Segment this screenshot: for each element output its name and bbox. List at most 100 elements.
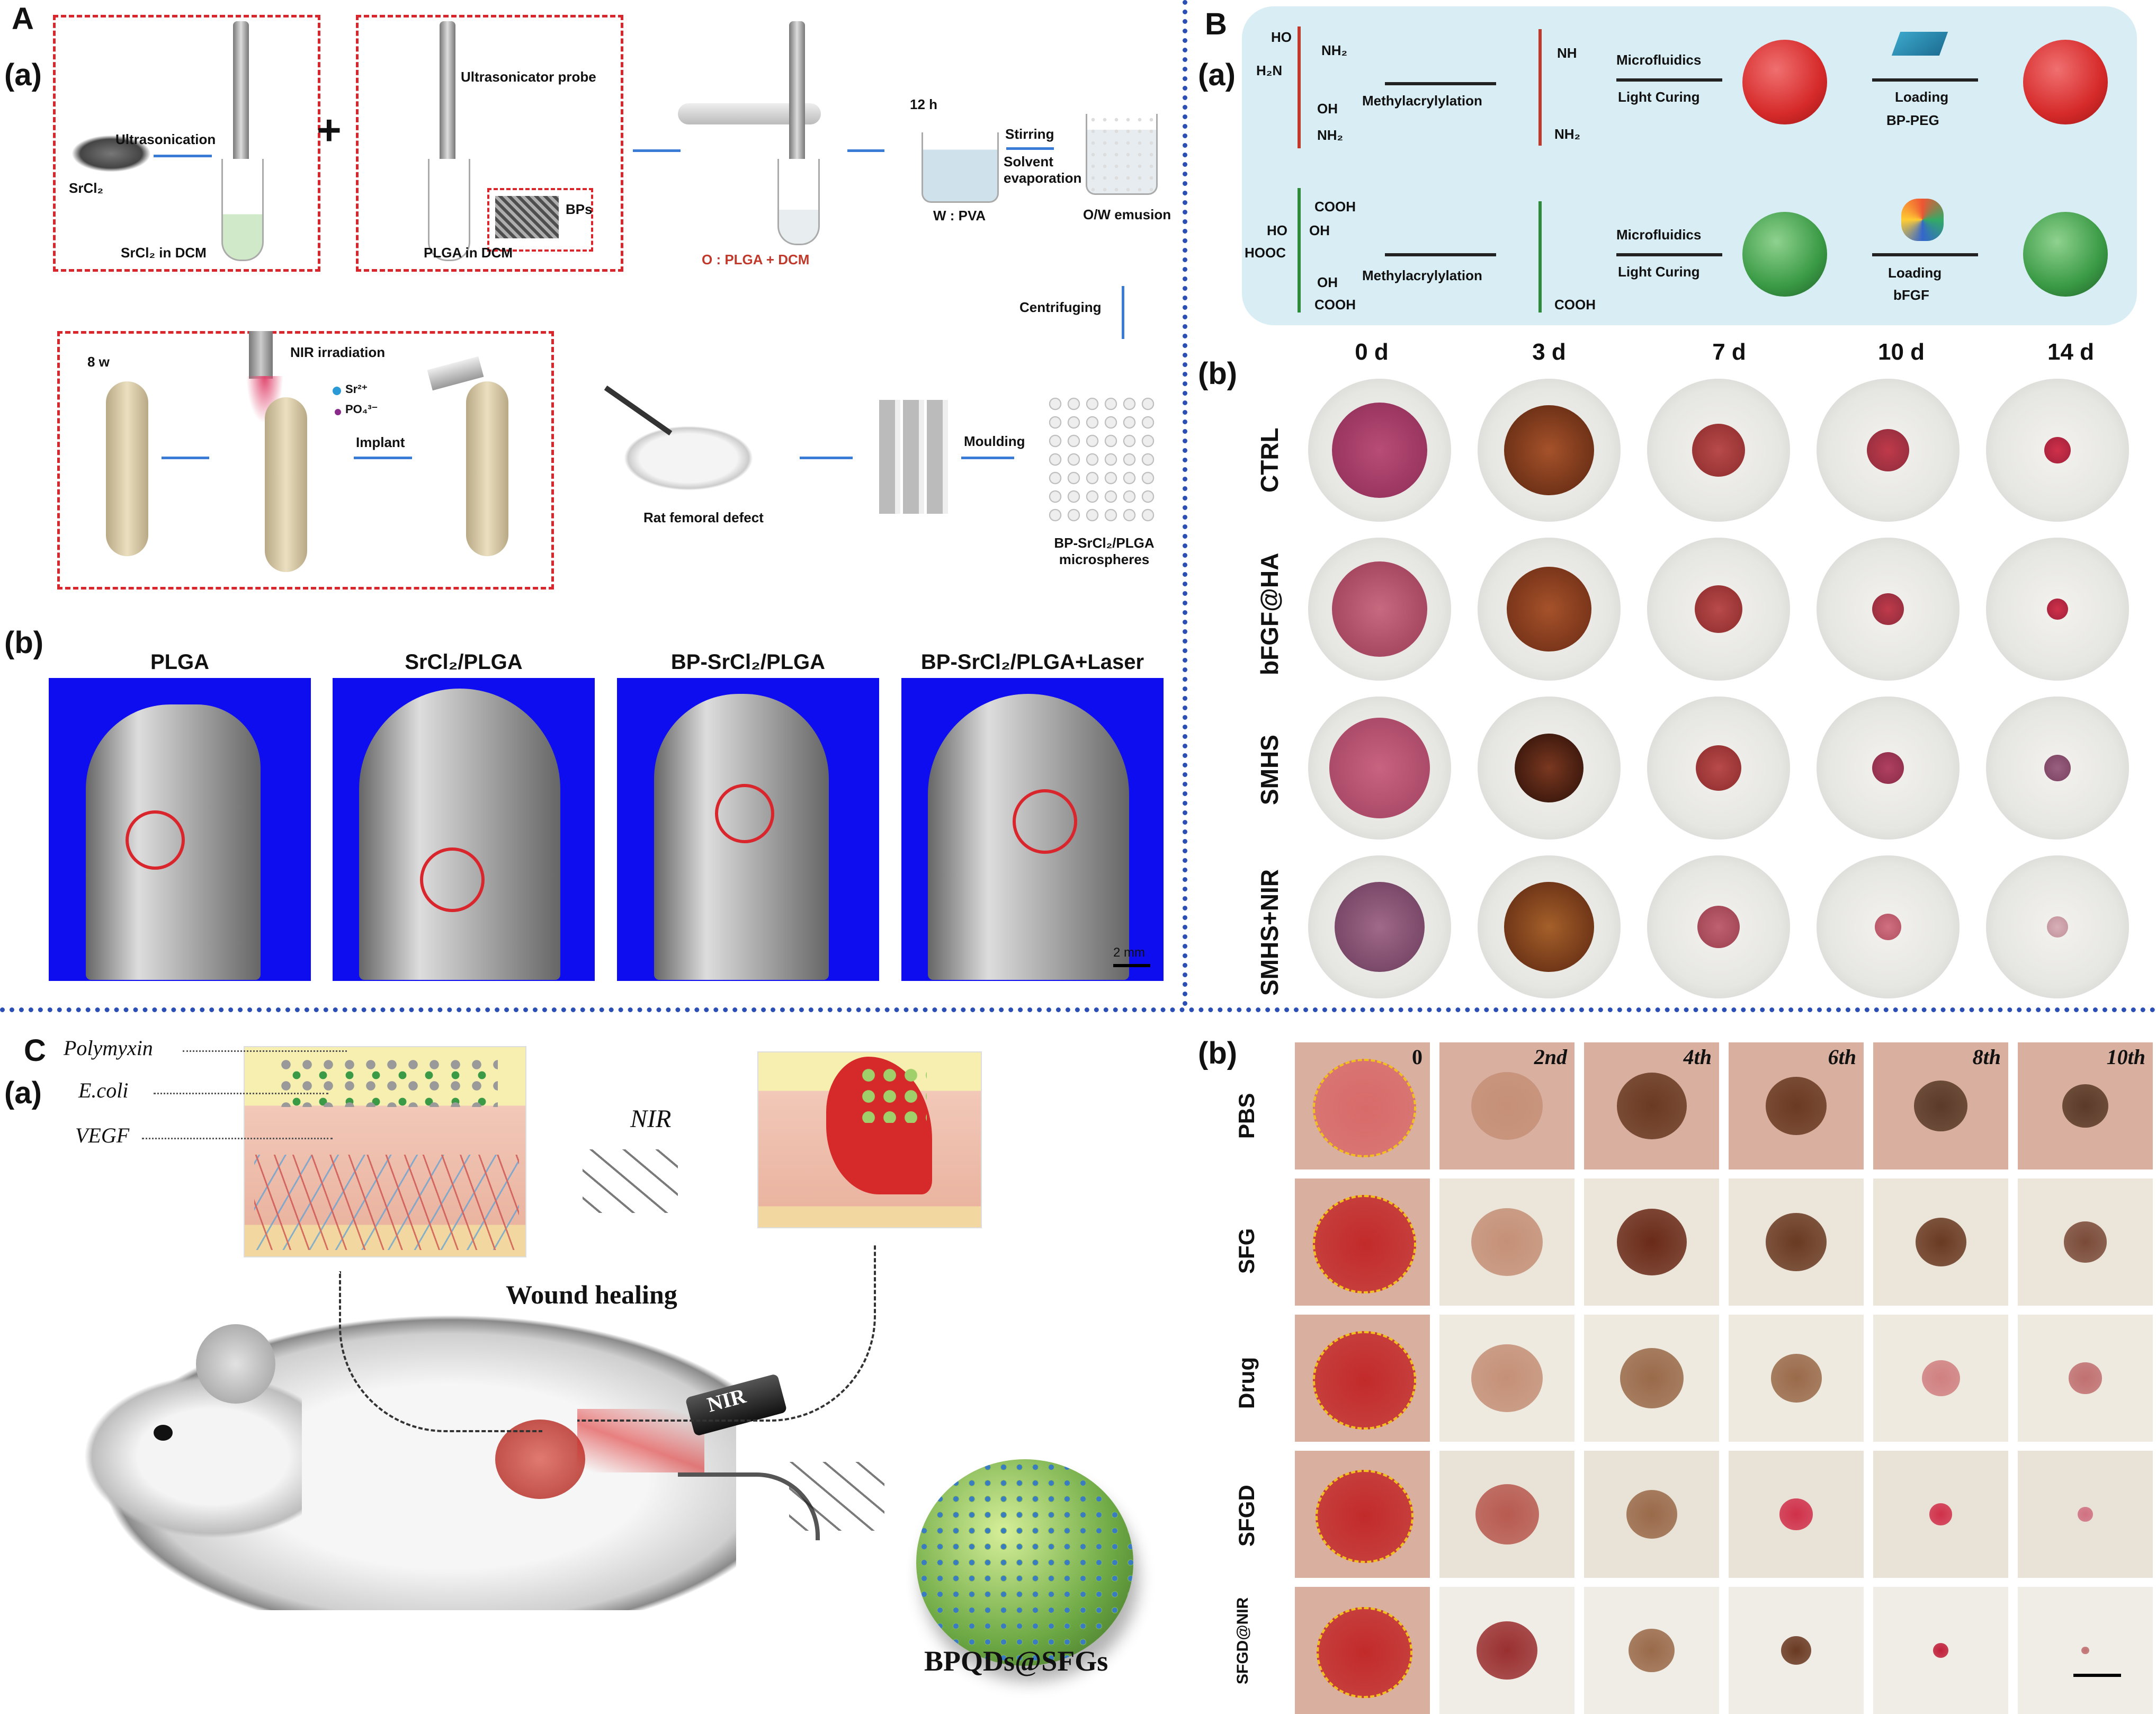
dish-ctrl-14d	[1986, 379, 2129, 522]
wound-area	[2078, 1507, 2093, 1522]
mouse-wound	[495, 1420, 585, 1499]
wound-photo	[1439, 1451, 1574, 1578]
wc-scale-bar	[2073, 1674, 2121, 1677]
ct-image-plga	[49, 678, 311, 981]
ct-title-4: BP-SrCl₂/PLGA+Laser	[920, 650, 1144, 674]
wound-area	[1929, 1503, 1953, 1525]
wound	[1335, 882, 1425, 972]
horizontal-divider	[0, 1007, 2156, 1012]
wound	[1695, 585, 1742, 633]
wound-area	[1471, 1344, 1543, 1412]
wound	[1515, 734, 1584, 802]
loaded-red-microsphere	[2023, 40, 2108, 124]
stirring-label: Stirring	[1005, 126, 1054, 142]
curing-label-1: Light Curing	[1618, 89, 1700, 105]
scheme-background	[1242, 6, 2137, 325]
wound	[1692, 424, 1745, 477]
wound-area	[1770, 1354, 1822, 1403]
wound-area	[1312, 1331, 1417, 1430]
defect-circle	[126, 810, 185, 870]
defect-circle	[420, 847, 485, 912]
mouse-eye	[154, 1425, 173, 1441]
emulsion-label: O/W emusion	[1083, 207, 1171, 222]
wound-area	[1315, 1469, 1414, 1564]
bpqds-sfgs-sphere	[916, 1459, 1133, 1666]
ct-image-srcl2-plga	[333, 678, 595, 981]
micro-arrow-2	[1616, 253, 1722, 256]
day-label-c: 0	[1412, 1045, 1423, 1069]
rat-figure	[620, 424, 757, 493]
day-label-c: 6th	[1828, 1045, 1856, 1069]
wound-photo: 4th	[1584, 1042, 1719, 1170]
defect-circle	[715, 784, 774, 843]
wound-photo	[1295, 1315, 1430, 1442]
nir-dashes-top	[583, 1149, 678, 1213]
srcl2-powder	[71, 135, 151, 172]
wound-photo: 8th	[1873, 1042, 2008, 1170]
ct-title-2: SrCl₂/PLGA	[405, 650, 523, 674]
day-3: 3 d	[1532, 339, 1566, 365]
wound-area	[1765, 1213, 1827, 1271]
dish-bfgf-3d	[1478, 538, 1621, 681]
moulded-rods	[879, 400, 948, 514]
wound-photo	[2018, 1315, 2153, 1442]
srcl2-dcm-label: SrCl₂ in DCM	[121, 245, 207, 261]
wound-area	[1626, 1490, 1677, 1539]
heal-arrow	[162, 457, 209, 459]
implant-process-box	[57, 331, 554, 590]
dish-ctrl-0d	[1308, 379, 1451, 522]
wound	[2044, 755, 2071, 781]
group-smhs: SMHS	[1256, 735, 1283, 805]
wound	[2047, 599, 2068, 620]
microspheres-stack	[1046, 395, 1157, 527]
wound-area	[1914, 1081, 1967, 1131]
tube-1	[221, 159, 264, 261]
bps-inset	[487, 188, 593, 252]
ultrasonication-label: Ultrasonication	[115, 131, 216, 147]
wound	[1329, 718, 1430, 818]
group-ctrl: CTRL	[1256, 427, 1283, 493]
nir-laser-head	[249, 331, 273, 379]
wound-area	[1781, 1636, 1812, 1665]
green-particles	[858, 1065, 927, 1123]
wound-photo: 10th	[2018, 1042, 2153, 1170]
wound	[1332, 561, 1427, 657]
panel-c-letter: C	[24, 1033, 46, 1068]
wound-photo	[2018, 1179, 2153, 1306]
wound-photo	[1439, 1315, 1574, 1442]
wound	[1504, 882, 1594, 972]
wound-photo	[1729, 1315, 1864, 1442]
panel-b-letter: B	[1205, 7, 1227, 41]
polymyxin-leader	[183, 1050, 347, 1052]
dish-smhs-nir-0d	[1308, 855, 1451, 998]
day-0: 0 d	[1355, 339, 1389, 365]
wound	[1867, 429, 1909, 471]
chitosan-chain-1	[1298, 26, 1301, 148]
dish-smhs-nir-3d	[1478, 855, 1621, 998]
dish-smhs-10d	[1817, 697, 1960, 840]
probe-label: Ultrasonicator probe	[461, 69, 596, 85]
wound-photo	[1295, 1451, 1430, 1578]
sr-dot	[333, 387, 341, 395]
panel-b-sub-b: (b)	[1198, 356, 1238, 391]
srcl2-label: SrCl₂	[69, 180, 104, 196]
oil-phase-label: O : PLGA + DCM	[702, 252, 810, 267]
group-smhs-nir: SMHS+NIR	[1256, 869, 1283, 996]
methyl-label-1: Methylacrylylation	[1362, 93, 1482, 109]
wound-photo	[1873, 1179, 2008, 1306]
wound-photo	[1439, 1587, 1574, 1714]
time-label: 12 h	[910, 96, 938, 112]
ecoli-label: E.coli	[78, 1078, 129, 1102]
moulding-to-rat-arrow	[800, 457, 853, 459]
day-label-c: 8th	[1972, 1045, 2001, 1069]
solvent-label: Solvent evaporation	[1004, 154, 1082, 186]
modified-chain-2	[1538, 201, 1542, 313]
panel-a-sub-b: (b)	[4, 626, 44, 660]
microspheres-label: BP-SrCl₂/PLGA microspheres	[1054, 535, 1155, 567]
plga-bp-box	[356, 15, 623, 272]
polymyxin-label: Polymyxin	[64, 1036, 153, 1060]
chem-h2n: H₂N	[1256, 63, 1283, 78]
modified-chain-1	[1538, 29, 1542, 146]
wound-area	[2063, 1221, 2107, 1263]
wc-group-sfgd-nir: SFGD@NIR	[1234, 1597, 1251, 1684]
